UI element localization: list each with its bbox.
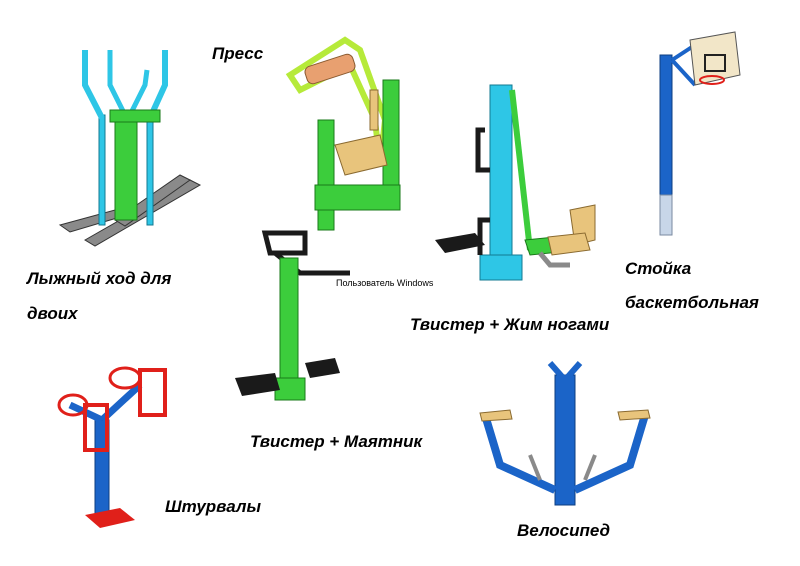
basketball-stand-illustration	[659, 31, 741, 236]
watermark-text: Пользователь Windows	[336, 278, 434, 288]
steering-wheels-illustration	[57, 366, 167, 528]
press-label: Пресс	[212, 44, 264, 63]
twister-pendulum-label: Твистер + Маятник	[250, 432, 423, 451]
twister-pendulum-illustration	[235, 230, 350, 401]
twister-leg-press-illustration	[435, 84, 596, 281]
bicycle-label: Велосипед	[517, 521, 611, 540]
ski-machine-label-line2: двоих	[27, 304, 78, 323]
press-illustration	[285, 36, 401, 231]
ski-machine-label-line1: Лыжный ход для	[27, 269, 172, 288]
steering-wheels-label: Штурвалы	[165, 497, 261, 516]
bicycle-illustration	[479, 361, 651, 506]
basketball-stand-label-line1: Стойка	[625, 259, 692, 278]
ski-machine-illustration	[58, 50, 202, 247]
basketball-stand-label-line2: баскетбольная	[625, 293, 759, 312]
twister-leg-press-label: Твистер + Жим ногами	[410, 315, 610, 334]
